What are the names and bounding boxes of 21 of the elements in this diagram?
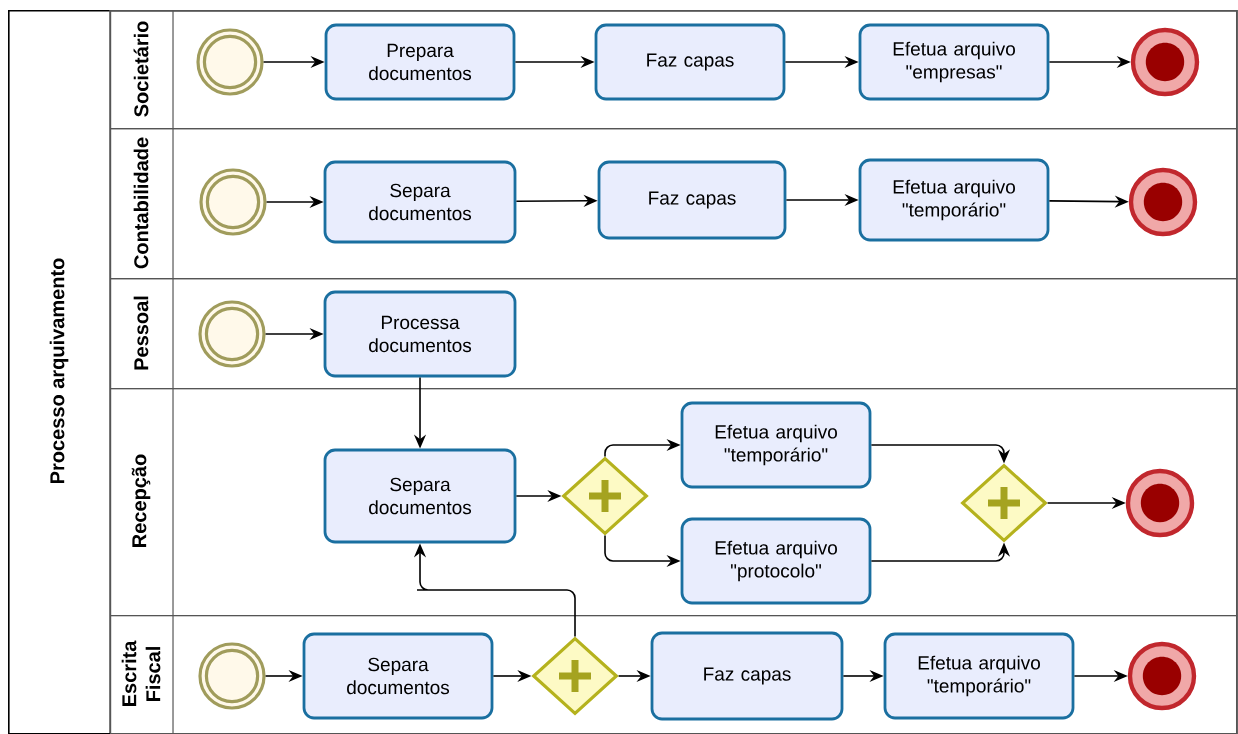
task-box: Prepara documentos <box>324 23 516 101</box>
end-event-circle <box>1130 27 1200 97</box>
task-box: Efetua arquivo "temporário" <box>680 401 872 489</box>
start-event-circle <box>198 300 266 368</box>
task-box: Separa documentos <box>323 448 517 544</box>
task-box: Efetua arquivo "temporário" <box>858 158 1050 242</box>
task-box: Processa documentos <box>323 290 517 378</box>
end-event-circle <box>1128 167 1198 237</box>
start-event-circle <box>198 642 266 710</box>
task-box: Faz capas <box>650 631 844 721</box>
start-event-circle <box>196 28 264 96</box>
task-box: Separa documentos <box>302 632 494 720</box>
task-box: Faz capas <box>594 23 786 101</box>
end-event-circle <box>1127 641 1197 711</box>
end-event-circle <box>1125 468 1195 538</box>
task-box: Separa documentos <box>323 160 517 244</box>
task-box: Efetua arquivo "temporário" <box>883 632 1075 720</box>
task-box: Faz capas <box>597 160 787 240</box>
start-event-circle <box>199 168 267 236</box>
task-box: Efetua arquivo "protocolo" <box>680 517 872 605</box>
task-box: Efetua arquivo "empresas" <box>858 23 1050 101</box>
